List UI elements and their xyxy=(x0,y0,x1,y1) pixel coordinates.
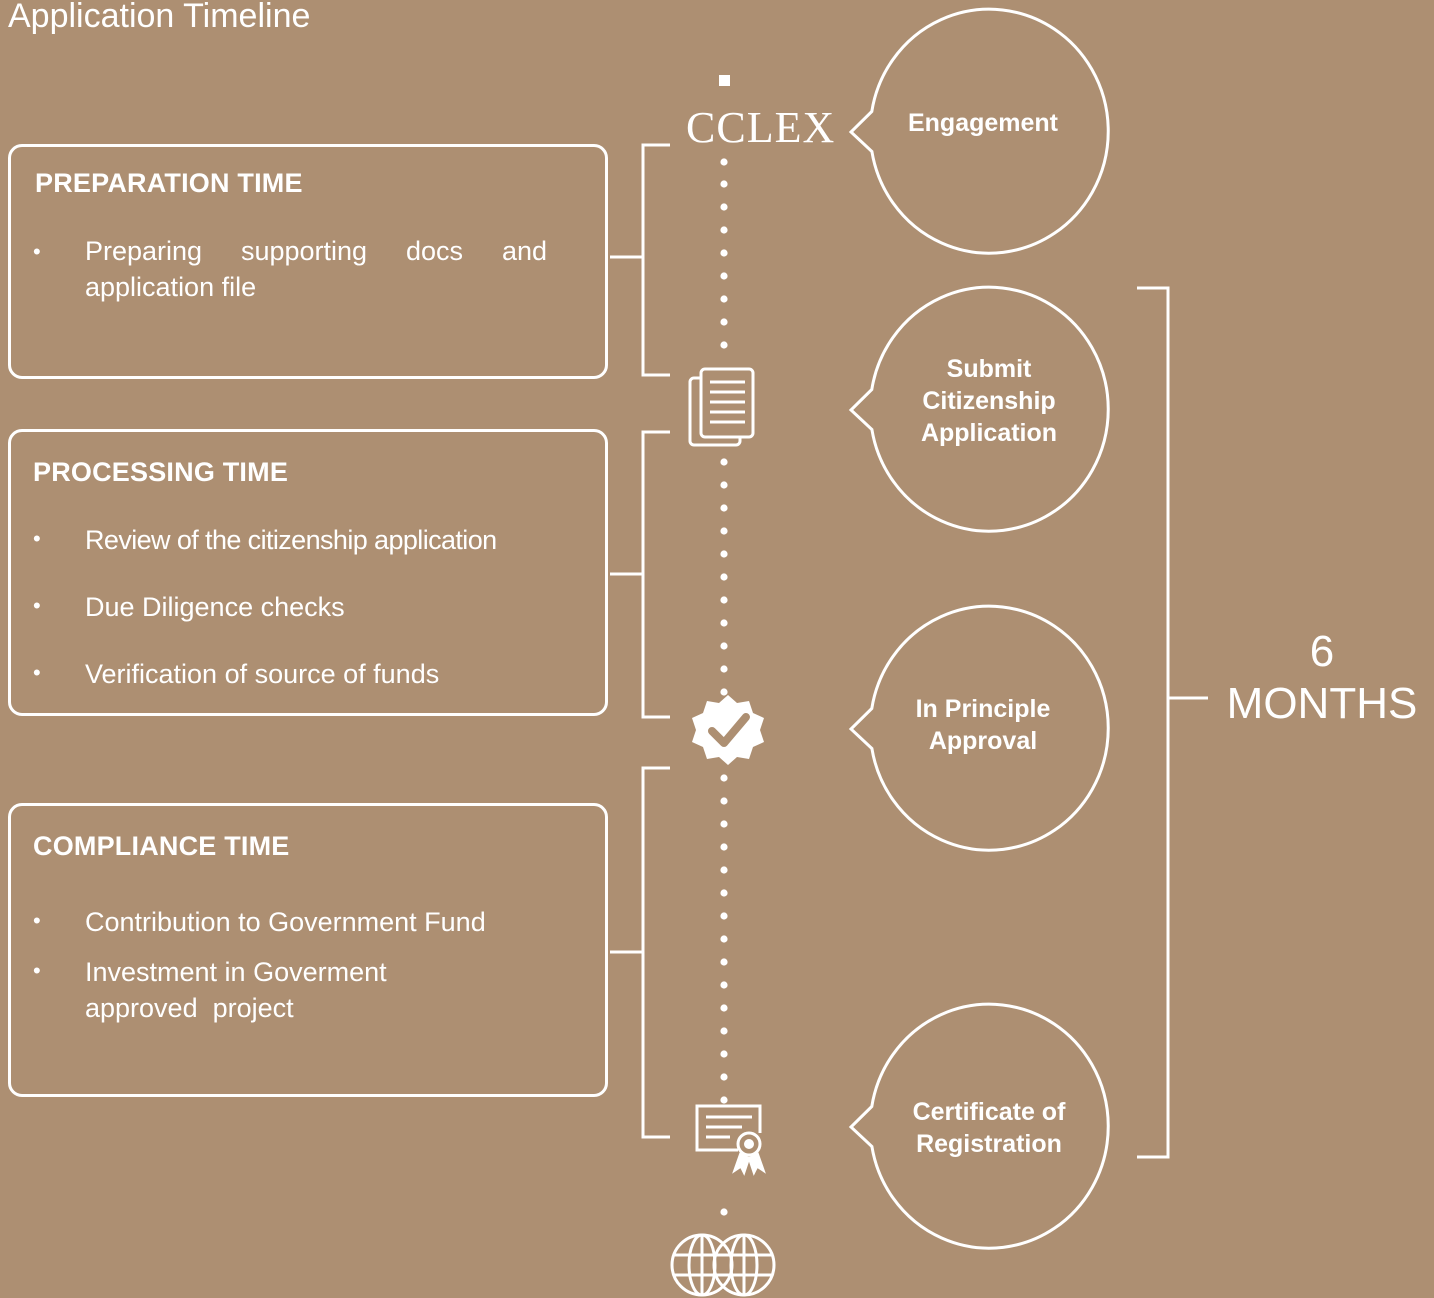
phase-item-text: Contribution to Government Fund xyxy=(85,907,486,937)
bullet-marker: • xyxy=(33,239,41,264)
bracket-compliance xyxy=(610,766,670,1139)
bracket-six-months xyxy=(1137,286,1208,1159)
brand-logo: CCLEX xyxy=(686,103,836,152)
phase-item-text: Due Diligence checks xyxy=(85,592,345,622)
bullet-marker: • xyxy=(33,593,41,618)
milestone-label-engagement: Engagement xyxy=(870,107,1096,139)
bullet-marker: • xyxy=(33,526,41,551)
page-title: Application Timeline xyxy=(8,0,311,35)
milestone-line: Application xyxy=(920,419,1058,447)
phase-item-line: approved project xyxy=(85,993,294,1023)
duration-unit: MONTHS xyxy=(1226,679,1418,728)
phase-item-text: Review of the citizenship application xyxy=(85,525,497,555)
milestone-label-approval: In Principle Approval xyxy=(870,693,1096,757)
duration-label: 6 MONTHS xyxy=(1222,626,1422,730)
phase-item-text: Preparing supporting docs and applicatio… xyxy=(85,233,547,305)
bubble-submit xyxy=(848,285,1110,533)
milestone-line: In Principle xyxy=(915,695,1051,723)
milestone-line: Registration xyxy=(916,1130,1062,1158)
timeline-start-marker xyxy=(719,75,730,86)
document-stack-icon xyxy=(688,367,755,447)
phase-card-processing: PROCESSING TIME • Review of the citizens… xyxy=(8,429,608,716)
phase-item-line: Preparing supporting docs and xyxy=(85,236,547,266)
phase-item-text: Verification of source of funds xyxy=(85,659,440,689)
phase-card-preparation: PREPARATION TIME • Preparing supporting … xyxy=(8,144,608,379)
bullet-marker: • xyxy=(33,958,41,983)
bullet-marker: • xyxy=(33,660,41,685)
milestone-line: Approval xyxy=(928,727,1038,755)
milestone-line: Engagement xyxy=(907,109,1059,137)
phase-card-compliance: COMPLIANCE TIME • Contribution to Govern… xyxy=(8,803,608,1097)
milestone-line: Certificate of xyxy=(912,1098,1066,1126)
milestone-line: Citizenship xyxy=(922,387,1056,415)
bracket-processing xyxy=(610,430,670,719)
milestone-line: Submit xyxy=(946,355,1032,383)
bubble-certificate xyxy=(848,1002,1110,1250)
bracket-preparation xyxy=(610,143,670,377)
globes-icon xyxy=(670,1233,776,1297)
phase-heading: PROCESSING TIME xyxy=(33,457,289,487)
phase-item-line: application file xyxy=(85,272,257,302)
phase-heading: COMPLIANCE TIME xyxy=(33,831,290,861)
bullet-marker: • xyxy=(33,908,41,933)
milestone-label-submit: Submit Citizenship Application xyxy=(876,353,1102,449)
timeline-dots xyxy=(720,158,728,1216)
milestone-label-certificate: Certificate of Registration xyxy=(876,1096,1102,1160)
duration-number: 6 xyxy=(1309,627,1335,676)
verified-badge-icon xyxy=(692,695,764,765)
phase-item-text: Investment in Goverment approved project xyxy=(85,954,387,1026)
certificate-icon xyxy=(695,1104,766,1176)
phase-item-line: Investment in Goverment xyxy=(85,957,387,987)
phase-heading: PREPARATION TIME xyxy=(35,168,303,198)
bubble-approval xyxy=(848,604,1110,852)
bubble-engagement xyxy=(848,7,1110,255)
